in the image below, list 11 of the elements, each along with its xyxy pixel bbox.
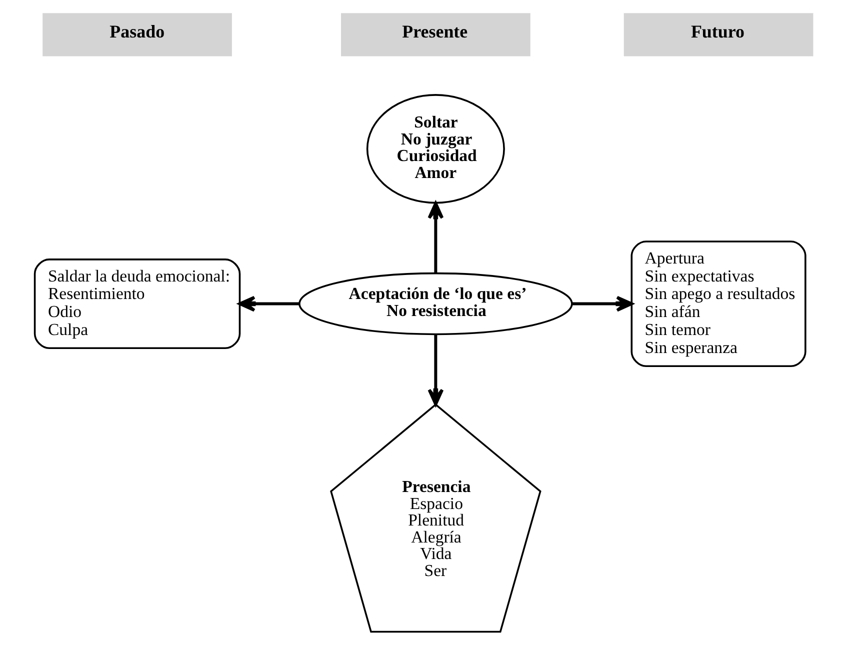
node-box: Saldar la deuda emocional: Resentimiento Odio Culpa (34, 258, 241, 350)
label: Futuro (690, 22, 745, 42)
label: Presente (402, 22, 468, 42)
node-box: Apertura Sin expectativas Sin apego a resultados Sin afán Sin temor Sin esperanza (630, 240, 806, 367)
arrow (238, 296, 300, 312)
node-ellipse: Aceptación de ‘lo que es’ No resistencia (298, 272, 573, 336)
label: Pasado (110, 22, 165, 42)
arrow (428, 334, 444, 406)
node-ellipse: Soltar No juzgar Curiosidad Amor (366, 94, 505, 204)
arrow (572, 296, 634, 312)
arrow (428, 202, 444, 274)
